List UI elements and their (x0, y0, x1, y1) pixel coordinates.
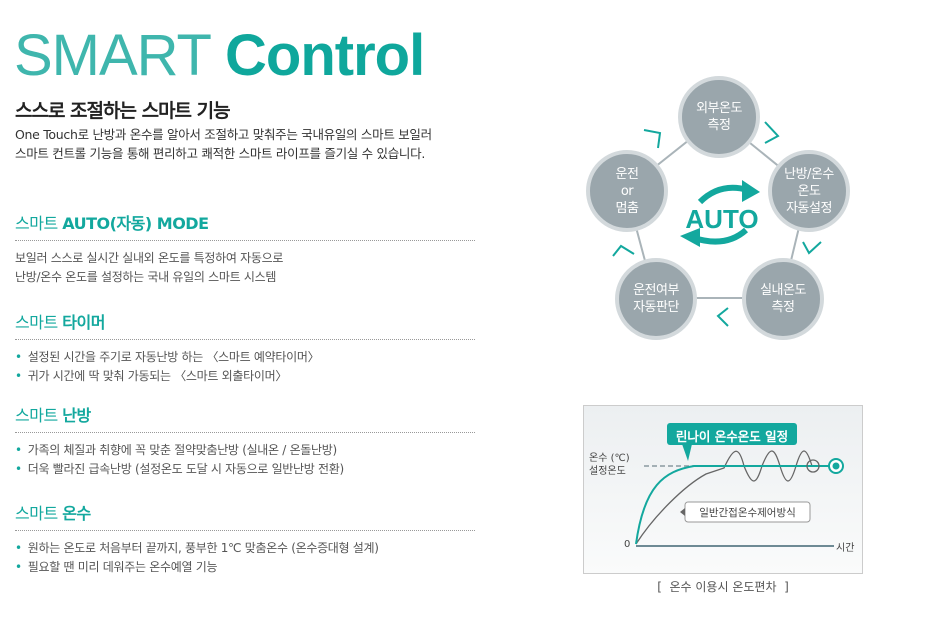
list-item: 설정된 시간을 주기로 자동난방 하는 〈스마트 예약타이머〉 (15, 348, 475, 367)
zero-label: 0 (624, 539, 631, 550)
callout-label: 린나이 온수온도 일정 (675, 429, 789, 444)
list-item: 귀가 시간에 딱 맞춰 가동되는 〈스마트 외출타이머〉 (15, 367, 475, 386)
temperature-graph: 린나이 온수온도 일정 온수 (℃) 설정온도 0 시간 일반간접온수제어방식 (583, 405, 863, 574)
x-axis-label: 시간 (836, 543, 855, 554)
legend-label: 일반간접온수제어방식 (699, 507, 796, 519)
list-item: 더욱 빨라진 급속난방 (설정온도 도달 시 자동으로 일반난방 전환) (15, 460, 475, 479)
section-heating: 스마트 난방 가족의 체질과 취향에 꼭 맞춘 절약맞춤난방 (실내온 / 온돌… (15, 402, 475, 479)
section-hot-water: 스마트 온수 원하는 온도로 처음부터 끝까지, 풍부한 1℃ 맞춤온수 (온수… (15, 500, 475, 577)
graph-caption: [ 온수 이용시 온도편차 ] (657, 580, 789, 594)
subtitle: 스스로 조절하는 스마트 기능 (15, 100, 231, 122)
svg-text:AUTO: AUTO (685, 204, 758, 234)
section-auto-mode: 스마트 AUTO(자동) MODE 보일러 스스로 실시간 실내외 온도를 특정… (15, 210, 475, 287)
section-heading: 스마트 난방 (15, 402, 475, 433)
section-heading: 스마트 온수 (15, 500, 475, 531)
section-heading: 스마트 AUTO(자동) MODE (15, 210, 475, 241)
list-item: 필요할 땐 미리 데워주는 온수예열 기능 (15, 558, 475, 577)
intro-text: One Touch로 난방과 온수를 알아서 조절하고 맞춰주는 국내유일의 스… (15, 127, 432, 161)
section-heading: 스마트 타이머 (15, 309, 475, 340)
auto-icon: AUTO (680, 180, 760, 247)
list-item: 원하는 온도로 처음부터 끝까지, 풍부한 1℃ 맞춤온수 (온수증대형 설계) (15, 539, 475, 558)
list-item: 가족의 체질과 취향에 꼭 맞춘 절약맞춤난방 (실내온 / 온돌난방) (15, 441, 475, 460)
arrow-icons (612, 121, 822, 327)
page-title: SMART Control (14, 23, 425, 88)
section-timer: 스마트 타이머 설정된 시간을 주기로 자동난방 하는 〈스마트 예약타이머〉귀… (15, 309, 475, 386)
y-axis-label: 온수 (℃) 설정온도 (589, 453, 630, 477)
